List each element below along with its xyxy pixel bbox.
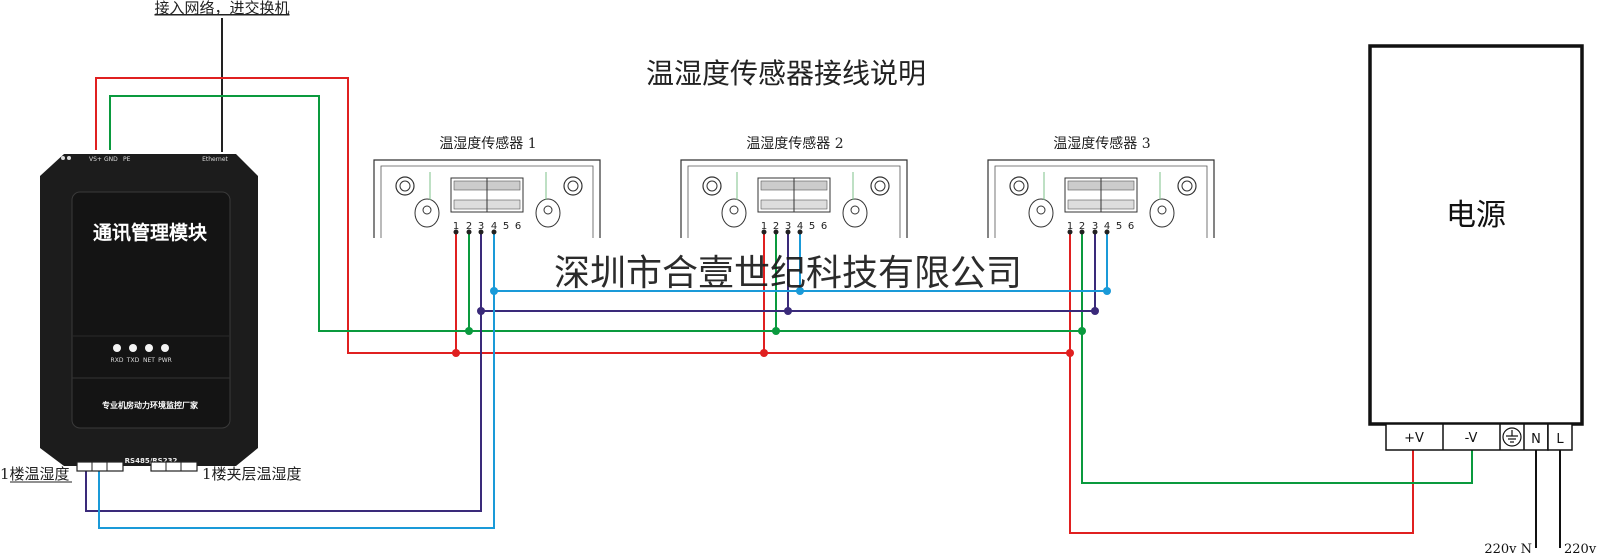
svg-text:4: 4 bbox=[1104, 221, 1110, 232]
network-note: 接入网络，进交换机 bbox=[154, 0, 289, 17]
communication-module: 通讯管理模块 专业机房动力环境监控厂家 VS+ GND PE Ethernet … bbox=[40, 154, 258, 472]
power-supply-name: 电源 bbox=[1446, 198, 1506, 233]
sensor-block-1: 温湿度传感器 1 1 2 3 4 5 6 bbox=[373, 135, 601, 238]
port-right-label: 1楼夹层温湿度 bbox=[202, 465, 302, 483]
svg-text:3: 3 bbox=[1092, 221, 1098, 232]
led-group: RXD TXD NET PWR bbox=[111, 344, 172, 364]
led-label-rxd: RXD bbox=[111, 357, 124, 364]
wire-red bbox=[95, 77, 1414, 534]
led-net bbox=[145, 344, 153, 352]
mains-l-label: 220v L bbox=[1564, 542, 1600, 555]
svg-text:5: 5 bbox=[809, 221, 815, 232]
power-supply: 电源 +V -V N L 220v N 220v L bbox=[1368, 44, 1600, 555]
module-name: 通讯管理模块 bbox=[93, 221, 208, 244]
terminal-plus-v: +V bbox=[1404, 431, 1424, 446]
port-right-connector bbox=[150, 461, 198, 472]
company-watermark: 深圳市合壹世纪科技有限公司 bbox=[554, 253, 1022, 294]
svg-text:3: 3 bbox=[785, 221, 791, 232]
module-footer: 专业机房动力环境监控厂家 bbox=[102, 400, 199, 410]
svg-text:2: 2 bbox=[1079, 221, 1085, 232]
svg-text:1: 1 bbox=[453, 221, 459, 232]
module-port-label: RS485/RS232 bbox=[125, 457, 178, 465]
sensor-block-2: 温湿度传感器 2 1 2 3 4 5 6 bbox=[680, 135, 908, 238]
svg-text:6: 6 bbox=[1128, 221, 1134, 232]
terminal-n: N bbox=[1531, 432, 1541, 447]
mains-n-label: 220v N bbox=[1484, 542, 1532, 555]
svg-text:4: 4 bbox=[797, 221, 803, 232]
led-label-txd: TXD bbox=[126, 357, 140, 364]
sensor-title-3: 温湿度传感器 3 bbox=[1053, 135, 1150, 152]
svg-text:2: 2 bbox=[773, 221, 779, 232]
svg-text:5: 5 bbox=[503, 221, 509, 232]
svg-text:2: 2 bbox=[466, 221, 472, 232]
ground-icon bbox=[1502, 427, 1522, 447]
module-label-vs: VS+ bbox=[89, 156, 102, 163]
svg-text:6: 6 bbox=[821, 221, 827, 232]
junction-dots bbox=[452, 287, 1111, 357]
module-label-pe: PE bbox=[123, 156, 131, 163]
port-left-label: 1楼温湿度 bbox=[0, 465, 70, 483]
module-label-gnd: GND bbox=[104, 156, 118, 163]
svg-text:5: 5 bbox=[1116, 221, 1122, 232]
sensor-block-3: 温湿度传感器 3 1 2 3 4 5 6 bbox=[987, 135, 1215, 238]
diagram-title: 温湿度传感器接线说明 bbox=[646, 57, 926, 90]
led-label-pwr: PWR bbox=[158, 357, 172, 364]
led-pwr bbox=[161, 344, 169, 352]
svg-text:1: 1 bbox=[761, 221, 767, 232]
module-label-ethernet: Ethernet bbox=[202, 156, 228, 163]
port-left-connector bbox=[76, 461, 124, 472]
led-rxd bbox=[113, 344, 121, 352]
terminal-l: L bbox=[1556, 432, 1564, 447]
led-label-net: NET bbox=[143, 357, 155, 364]
svg-text:6: 6 bbox=[515, 221, 521, 232]
terminal-minus-v: -V bbox=[1465, 431, 1478, 446]
sensor-title-1: 温湿度传感器 1 bbox=[439, 135, 536, 152]
svg-text:1: 1 bbox=[1067, 221, 1073, 232]
svg-text:3: 3 bbox=[478, 221, 484, 232]
wire-green bbox=[109, 95, 1473, 484]
svg-text:4: 4 bbox=[491, 221, 497, 232]
led-txd bbox=[129, 344, 137, 352]
sensor-title-2: 温湿度传感器 2 bbox=[746, 135, 843, 152]
